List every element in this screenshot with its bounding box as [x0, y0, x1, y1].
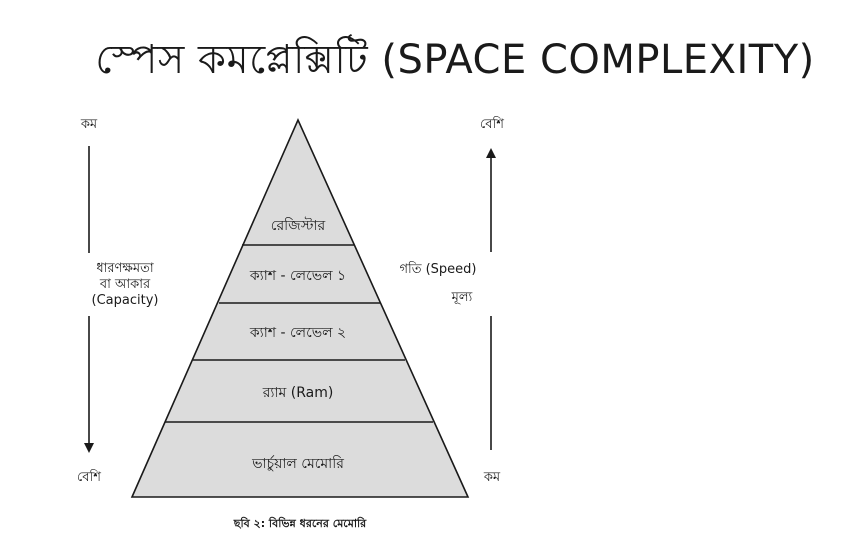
right-axis-label-line-2: মূল্য: [451, 290, 473, 305]
left-axis-top-label: কম: [80, 117, 98, 132]
left-axis-bottom-label: বেশি: [77, 469, 101, 485]
right-axis-label-line-1: গতি (Speed): [399, 261, 476, 277]
left-axis-label-line-2: বা আকার: [99, 277, 151, 292]
left-axis-label-line-3: (Capacity): [92, 293, 159, 308]
layer-label-virtual-memory: ভার্চুয়াল মেমোরি: [251, 455, 344, 472]
layer-label-cache-l1: ক্যাশ - লেভেল ১: [249, 268, 346, 284]
layer-label-cache-l2: ক্যাশ - লেভেল ২: [249, 325, 346, 341]
left-axis-label-line-1: ধারণক্ষমতা: [96, 261, 154, 276]
right-axis: বেশি গতি (Speed) মূল্য কম: [399, 116, 504, 485]
pyramid-shape: [130, 118, 470, 498]
left-axis: কম ধারণক্ষমতা বা আকার (Capacity) বেশি: [77, 117, 158, 485]
right-axis-top-label: বেশি: [480, 116, 504, 132]
layer-label-registers: রেজিস্টার: [271, 217, 326, 234]
layer-label-ram: র‍্যাম (Ram): [262, 385, 334, 401]
page-title: স্পেস কমপ্লেক্সিটি (SPACE COMPLEXITY): [95, 37, 815, 83]
pyramid: রেজিস্টার ক্যাশ - লেভেল ১ ক্যাশ - লেভেল …: [130, 118, 470, 498]
figure-caption: ছবি ২: বিভিন্ন ধরনের মেমোরি: [233, 516, 367, 530]
right-axis-bottom-label: কম: [483, 470, 501, 485]
